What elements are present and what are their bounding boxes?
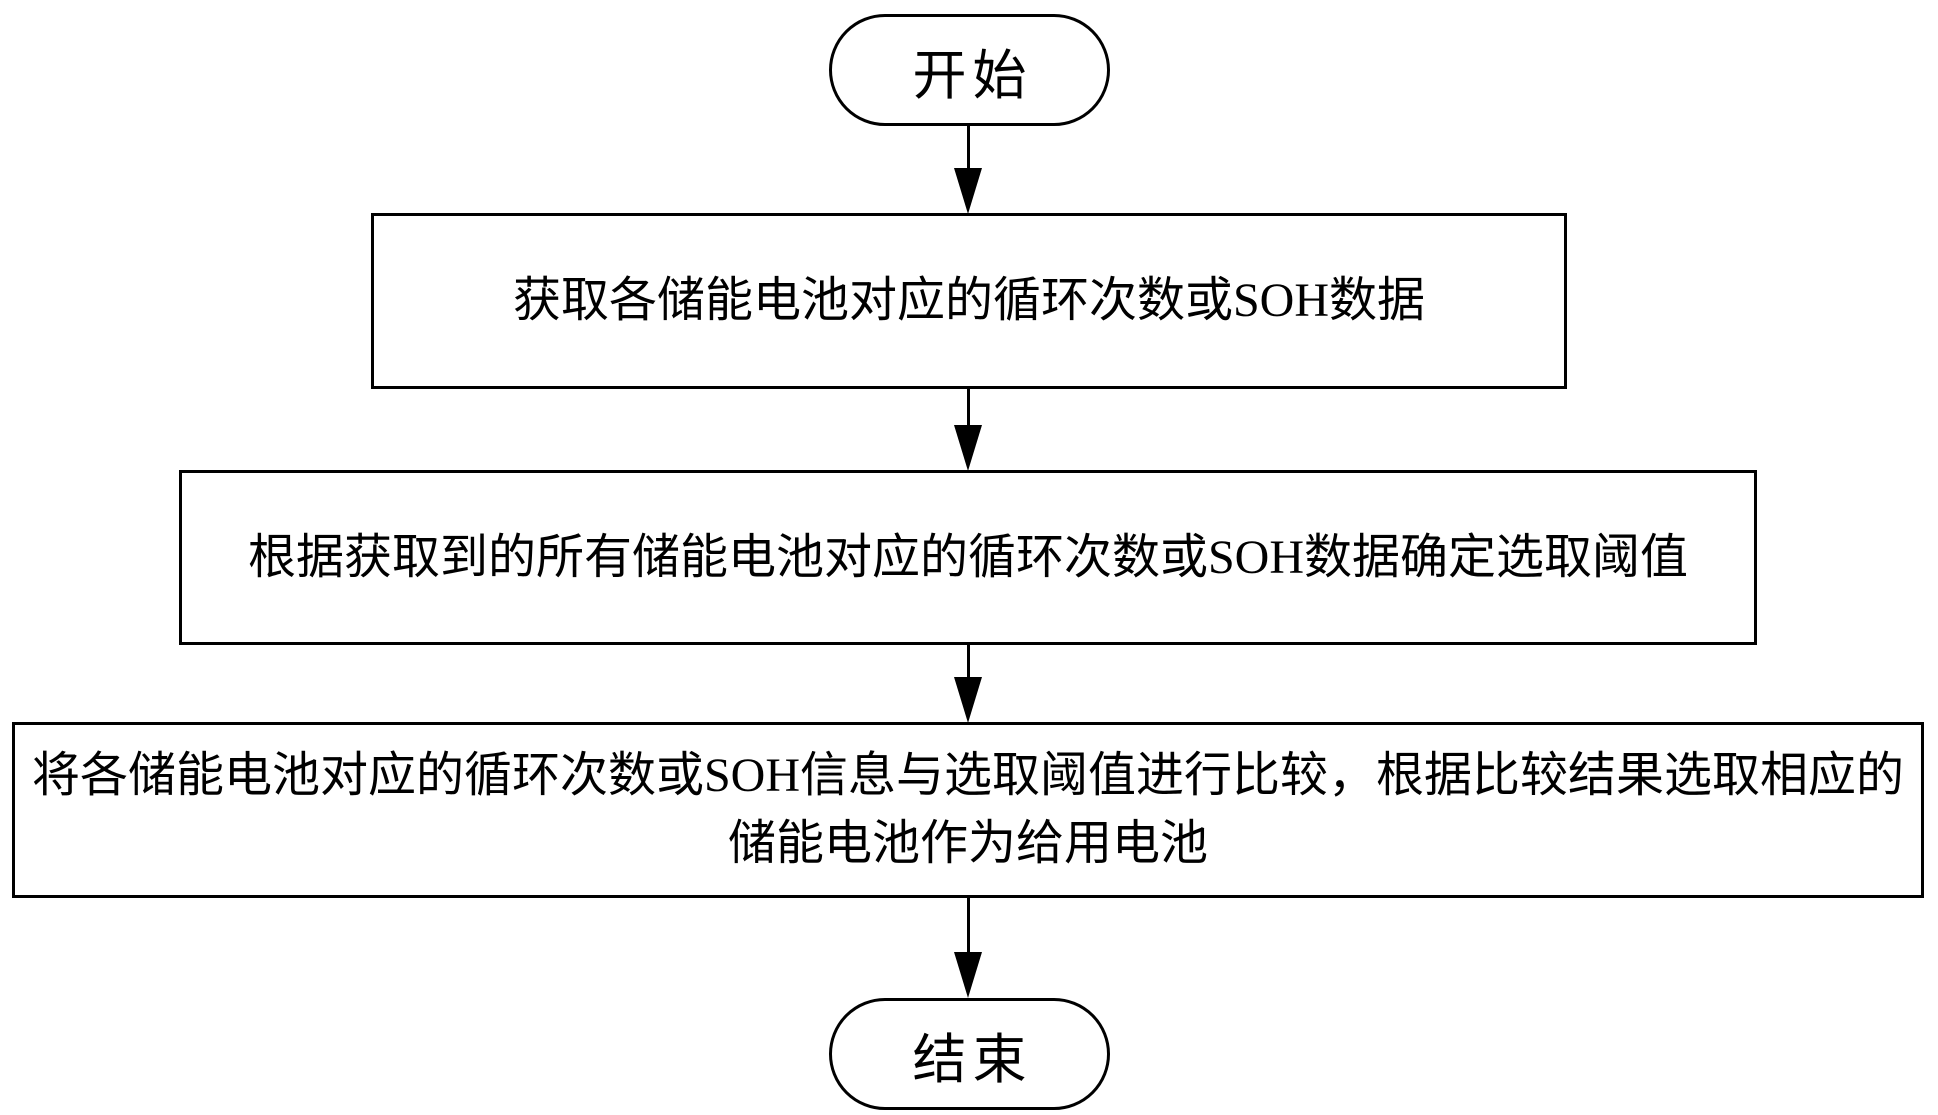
- start-terminator-node: 开始: [829, 14, 1110, 126]
- flow-arrow-step1-to-step2: [954, 389, 982, 471]
- arrow-down-icon: [954, 677, 982, 723]
- step3-label-line1: 将各储能电池对应的循环次数或SOH信息与选取阈值进行比较，根据比较结果选取相应的: [31, 749, 1905, 802]
- end-label: 结束: [912, 1029, 1033, 1090]
- arrow-down-icon: [954, 952, 982, 998]
- arrow-down-icon: [954, 425, 982, 471]
- step1-label: 获取各储能电池对应的循环次数或SOH数据: [512, 274, 1426, 327]
- arrow-down-icon: [954, 168, 982, 214]
- arrow-stem: [966, 126, 970, 168]
- step2-label: 根据获取到的所有储能电池对应的循环次数或SOH数据确定选取阈值: [247, 530, 1689, 584]
- process-box-step3: 将各储能电池对应的循环次数或SOH信息与选取阈值进行比较，根据比较结果选取相应的…: [12, 722, 1924, 898]
- step3-label-line2: 储能电池作为给用电池: [727, 817, 1208, 870]
- flow-arrow-start-to-step1: [954, 126, 982, 214]
- arrow-stem: [966, 898, 970, 952]
- flow-arrow-step2-to-step3: [954, 645, 982, 723]
- flow-arrow-step3-to-end: [954, 898, 982, 998]
- end-terminator-node: 结束: [829, 998, 1110, 1110]
- arrow-stem: [966, 645, 970, 677]
- process-box-step1: 获取各储能电池对应的循环次数或SOH数据: [371, 213, 1567, 389]
- process-box-step2: 根据获取到的所有储能电池对应的循环次数或SOH数据确定选取阈值: [179, 470, 1757, 645]
- start-label: 开始: [912, 45, 1033, 106]
- arrow-stem: [966, 389, 970, 425]
